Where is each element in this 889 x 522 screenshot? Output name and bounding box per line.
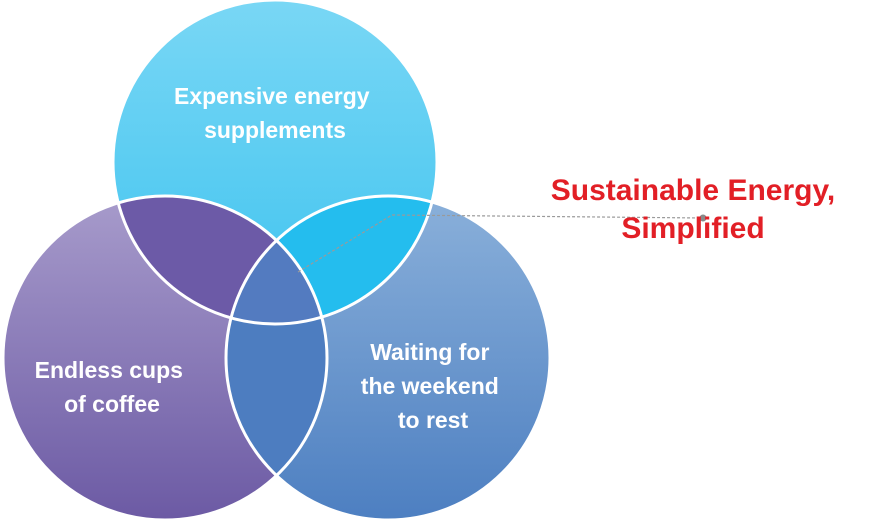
callout-connector (297, 214, 707, 273)
callout-line-2: Simplified (621, 212, 765, 245)
callout-line-1: Sustainable Energy, (550, 174, 836, 207)
circle-right-label: Waiting for the weekend to rest (361, 339, 505, 433)
circle-top-label: Expensive energy supplements (174, 83, 376, 143)
callout-title: Sustainable Energy, Simplified (500, 172, 886, 248)
circle-left-label: Endless cups of coffee (35, 357, 190, 417)
circle-outlines (1, 0, 552, 522)
connector-dot (699, 214, 707, 222)
